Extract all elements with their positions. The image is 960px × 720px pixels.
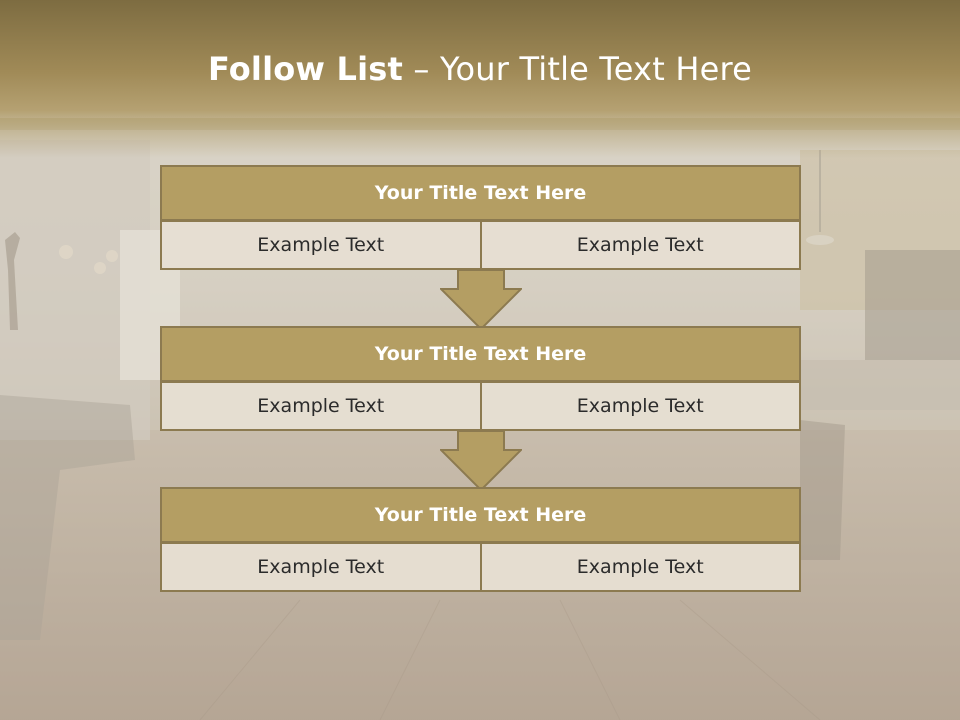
down-arrow-icon [440, 430, 522, 492]
header-band [0, 0, 960, 130]
step-block-3: Your Title Text Here Example Text Exampl… [160, 487, 801, 592]
slide-title: Follow List – Your Title Text Here [0, 50, 960, 88]
step-cell-left: Example Text [160, 220, 482, 270]
header-fade [0, 118, 960, 158]
step-cell-right: Example Text [479, 381, 801, 431]
step-block-2: Your Title Text Here Example Text Exampl… [160, 326, 801, 431]
step-cell-left: Example Text [160, 381, 482, 431]
title-bold: Follow List [207, 50, 404, 88]
step-row: Example Text Example Text [160, 381, 801, 431]
step-cell-left: Example Text [160, 542, 482, 592]
step-cell-right: Example Text [479, 542, 801, 592]
step-block-1: Your Title Text Here Example Text Exampl… [160, 165, 801, 270]
step-row: Example Text Example Text [160, 542, 801, 592]
title-rest: – Your Title Text Here [403, 50, 753, 88]
step-title: Your Title Text Here [160, 165, 801, 221]
step-row: Example Text Example Text [160, 220, 801, 270]
down-arrow-icon [440, 269, 522, 331]
step-title: Your Title Text Here [160, 326, 801, 382]
step-title: Your Title Text Here [160, 487, 801, 543]
step-cell-right: Example Text [479, 220, 801, 270]
